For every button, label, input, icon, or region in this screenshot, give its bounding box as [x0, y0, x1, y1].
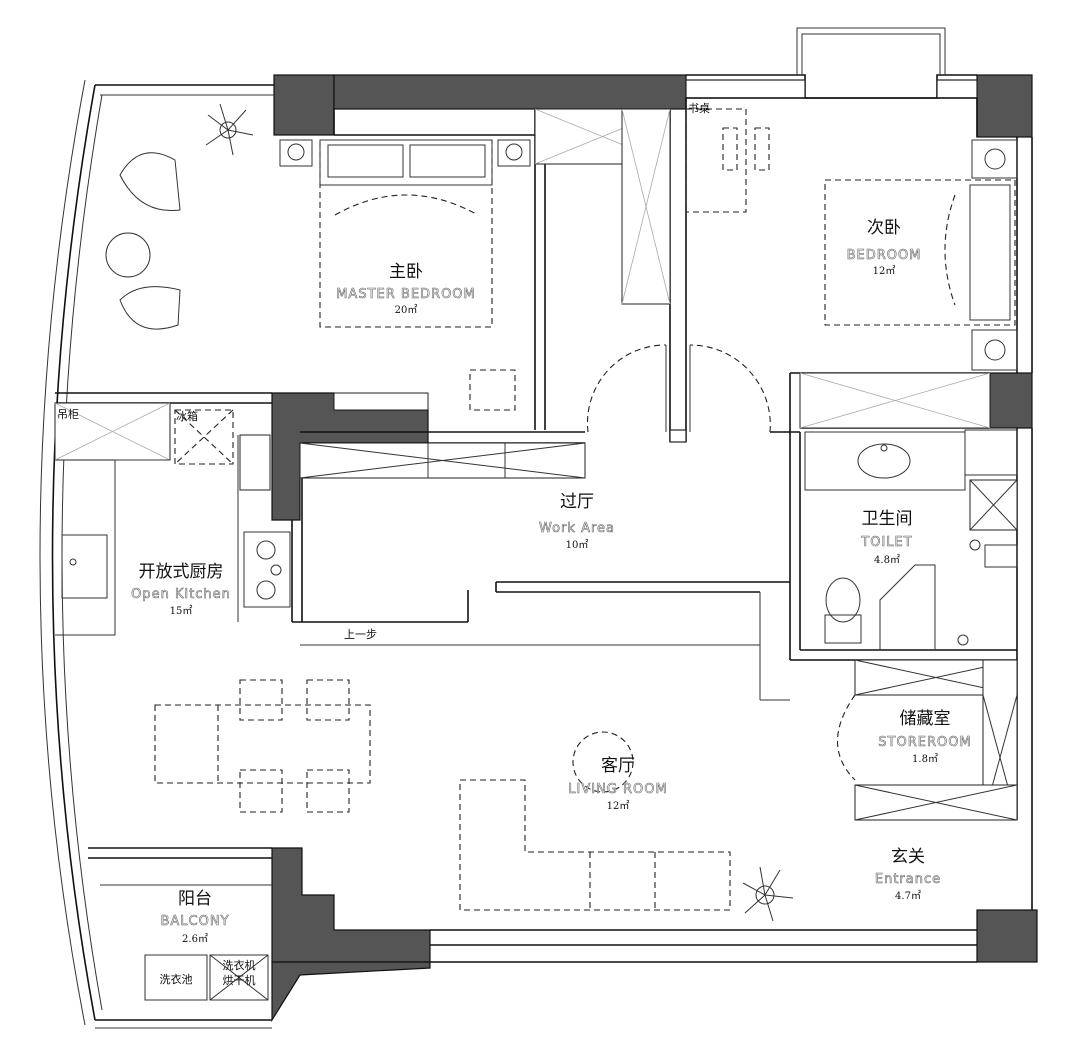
chair-icon — [239, 679, 283, 721]
room-name: 开放式厨房 — [139, 562, 224, 582]
room-name-en: Open Kitchen — [131, 587, 231, 602]
plant-icon — [742, 866, 794, 922]
room-area: 12㎡ — [607, 800, 630, 812]
room-area: 4.7㎡ — [895, 890, 921, 902]
room-name-en: TOILET — [860, 535, 912, 550]
master-bedroom-label: 主卧 MASTER BEDROOM 20㎡ — [336, 262, 476, 316]
room-name-en: LIVING ROOM — [568, 782, 667, 797]
second-bed — [685, 108, 1018, 371]
cabinets — [54, 108, 1018, 821]
room-name: 储藏室 — [900, 709, 951, 729]
dining-set — [154, 369, 516, 813]
interior-walls — [291, 97, 1017, 701]
step-up-note: 上一步 — [344, 628, 377, 641]
room-name: 过厅 — [560, 492, 594, 512]
room-name: 阳台 — [178, 889, 212, 909]
room-area: 2.6㎡ — [182, 933, 208, 945]
room-name-en: BALCONY — [160, 914, 229, 929]
stove-icon — [243, 531, 291, 608]
room-area: 1.8㎡ — [912, 753, 938, 765]
kitchen-sink-icon — [61, 534, 108, 599]
room-name: 主卧 — [389, 262, 423, 282]
laundry — [144, 954, 269, 1001]
work-area-label: 过厅 Work Area 10㎡ — [539, 492, 615, 551]
room-name: 玄关 — [891, 847, 925, 867]
room-name-en: Work Area — [539, 521, 615, 536]
room-name-en: STOREROOM — [878, 735, 971, 750]
storeroom-label: 储藏室 STOREROOM 1.8㎡ — [878, 709, 971, 765]
living-room-label: 客厅 LIVING ROOM 12㎡ — [568, 756, 667, 812]
round-table-icon — [572, 731, 634, 793]
sink-icon — [857, 443, 911, 479]
fridge-note: 冰箱 — [176, 409, 198, 423]
entrance-label: 玄关 Entrance 4.7㎡ — [875, 847, 941, 902]
desk-note: 书桌 — [688, 102, 710, 115]
bedroom-label: 次卧 BEDROOM 12㎡ — [846, 218, 922, 277]
room-name: 客厅 — [601, 756, 635, 776]
washer-note: 洗衣机 — [223, 958, 256, 972]
doors — [586, 344, 856, 781]
structural-walls — [271, 74, 1038, 1023]
room-name-en: BEDROOM — [847, 248, 922, 263]
terrace-furniture — [105, 152, 181, 330]
master-bed — [279, 139, 531, 328]
wall-cabinet-note: 吊柜 — [57, 408, 79, 421]
dryer-note: 烘干机 — [223, 973, 256, 987]
room-name-en: Entrance — [875, 872, 941, 887]
room-name-en: MASTER BEDROOM — [336, 287, 476, 302]
toilet-label: 卫生间 TOILET 4.8㎡ — [860, 509, 913, 566]
room-area: 10㎡ — [566, 539, 589, 551]
toilet-icon — [824, 614, 862, 644]
bathroom-fixtures — [804, 429, 1018, 650]
plant-icon — [205, 103, 254, 156]
room-area: 20㎡ — [395, 304, 418, 316]
room-area: 12㎡ — [873, 265, 896, 277]
room-name: 次卧 — [867, 218, 901, 238]
open-kitchen-label: 开放式厨房 Open Kitchen 15㎡ — [131, 562, 231, 617]
sofa — [459, 731, 731, 911]
room-name: 卫生间 — [862, 509, 913, 529]
room-area: 4.8㎡ — [874, 554, 900, 566]
room-area: 15㎡ — [170, 605, 193, 617]
laundry-sink-note: 洗衣池 — [160, 972, 193, 986]
balcony-label: 阳台 BALCONY 2.6㎡ — [160, 889, 229, 945]
kitchen-fixtures — [61, 531, 291, 608]
